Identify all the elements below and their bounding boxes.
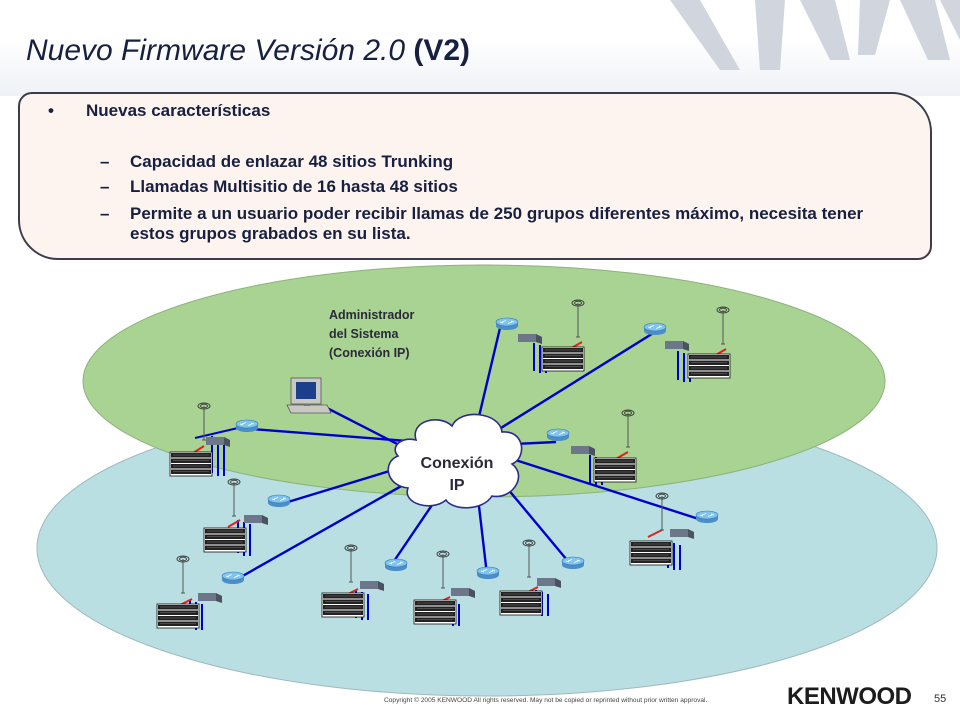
title-main: Nuevo Firmware Versión 2.0 <box>26 34 414 67</box>
cloud-label-line: Conexión <box>420 455 494 472</box>
site-bottom-1 <box>321 544 408 620</box>
site-right-lower <box>629 492 719 570</box>
slide-title: Nuevo Firmware Versión 2.0 (V2) <box>26 34 470 68</box>
feature-item-text: Permite a un usuario poder recibir llama… <box>130 204 864 243</box>
site-upper-left-1 <box>169 402 259 477</box>
site-mid-left <box>203 478 291 556</box>
kenwood-logo: KENWOOD <box>787 683 912 710</box>
feature-item-text: Capacidad de enlazar 48 sitios Trunking <box>130 152 454 171</box>
cloud-icon <box>387 413 523 509</box>
cloud-label: Conexión IP <box>392 453 522 497</box>
admin-label-line: (Conexión IP) <box>329 346 410 360</box>
computer-icon[interactable] <box>286 377 332 414</box>
header-band <box>0 0 960 96</box>
cloud-label-line: IP <box>449 477 465 494</box>
feature-item-text: Llamadas Multisitio de 16 hasta 48 sitio… <box>130 177 458 196</box>
site-upper-center <box>495 299 585 373</box>
bullet-marker: • <box>48 101 54 120</box>
site-center-right <box>546 409 637 485</box>
site-upper-right <box>643 306 731 382</box>
copyright-text: Copyright © 2005 KENWOOD All rights rese… <box>384 697 708 704</box>
dash-marker: – <box>100 177 110 196</box>
features-panel <box>18 92 932 260</box>
admin-label-line: Administrador <box>329 308 415 322</box>
dash-marker: – <box>100 152 110 171</box>
site-lower-left <box>156 555 245 630</box>
admin-label: Administrador del Sistema (Conexión IP) <box>329 306 459 363</box>
network-ellipses <box>36 264 938 697</box>
header-decoration <box>670 0 960 70</box>
site-bottom-2 <box>413 550 500 626</box>
admin-label-line: del Sistema <box>329 327 399 341</box>
dash-marker: – <box>100 204 110 223</box>
title-version: (V2) <box>413 34 471 67</box>
site-bottom-3 <box>499 539 585 616</box>
bullet-text: Nuevas características <box>86 101 271 120</box>
page-number: 55 <box>934 693 947 705</box>
